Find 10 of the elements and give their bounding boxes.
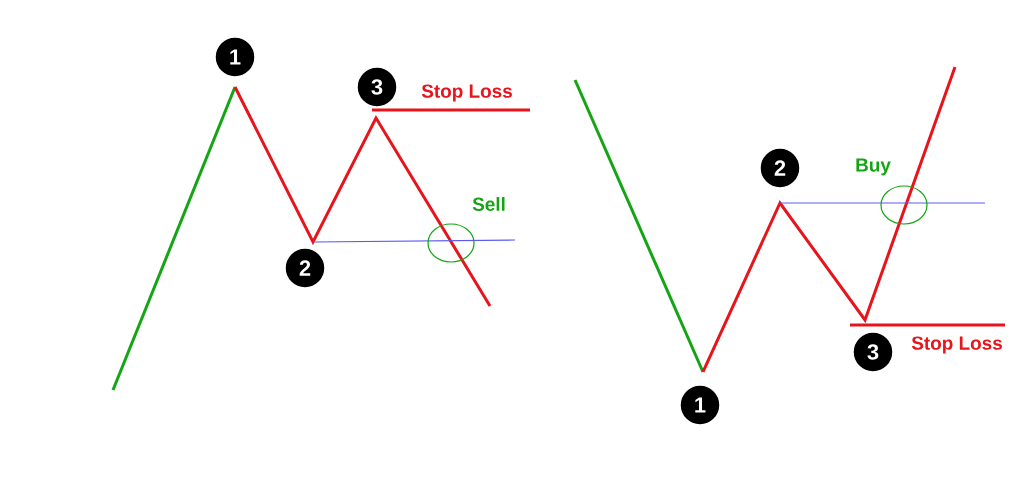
number-badge: 3 (356, 66, 398, 108)
number-badge: 2 (284, 247, 326, 289)
stop-loss-label: Stop Loss (421, 84, 512, 102)
number-badge: 1 (214, 36, 256, 78)
signal-label: Sell (472, 197, 505, 211)
number-badge: 2 (759, 147, 801, 189)
signal-label: Buy (856, 158, 891, 176)
number-badge: 1 (679, 384, 721, 426)
stop-loss-label: Stop Loss (911, 336, 1002, 354)
number-badge: 3 (852, 331, 894, 373)
